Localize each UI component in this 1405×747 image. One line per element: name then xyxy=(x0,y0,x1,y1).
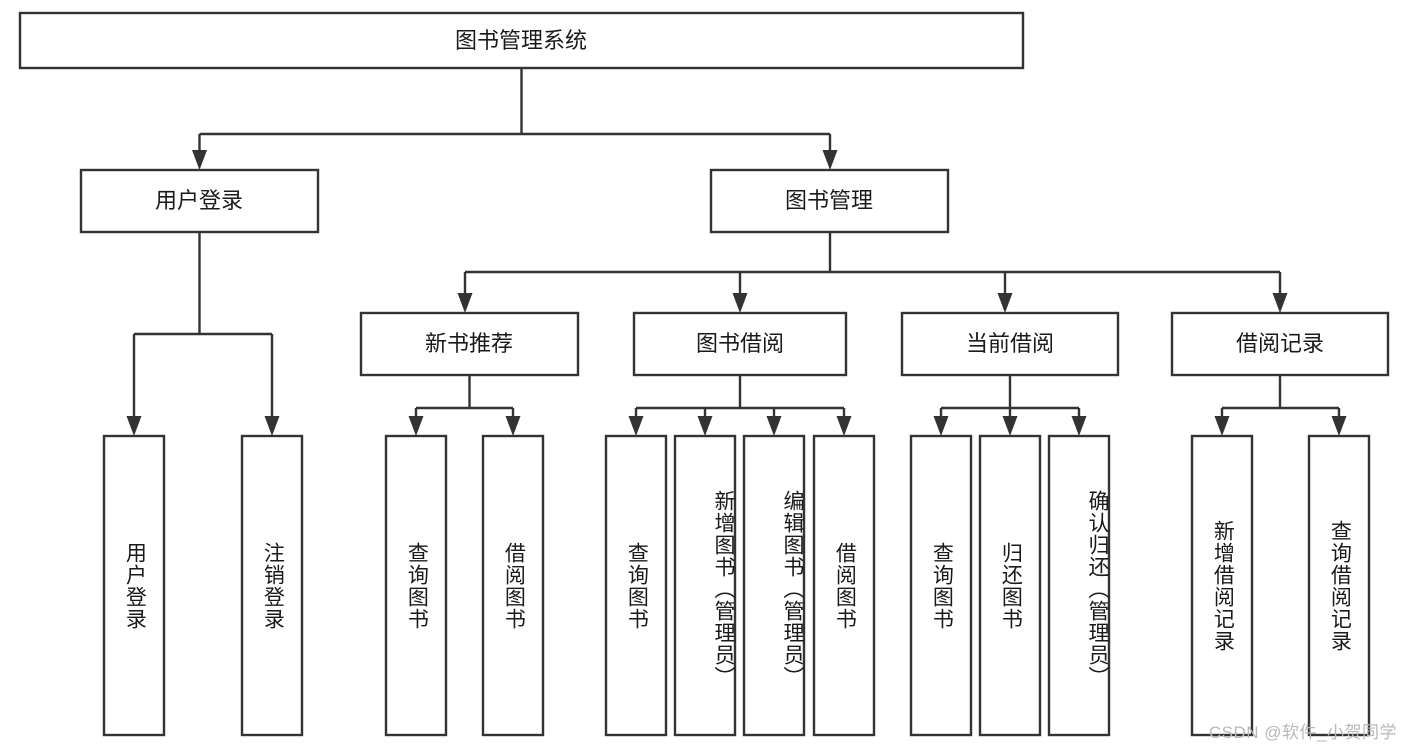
node-label-leaf-07: 编辑图书（管理员） xyxy=(781,489,804,688)
arrow-head-user-login xyxy=(192,150,207,170)
node-box-leaf-04[interactable] xyxy=(481,434,545,737)
node-box-book-borrow[interactable] xyxy=(632,311,848,377)
node-label-leaf-01: 用户登录 xyxy=(123,541,147,630)
node-box-leaf-13[interactable] xyxy=(1307,434,1371,737)
node-label-leaf-09: 查询图书 xyxy=(930,541,954,630)
node-label-borrow-record: 借阅记录 xyxy=(1236,331,1324,356)
arrow-head-leaf-01 xyxy=(126,416,142,436)
node-box-leaf-10[interactable] xyxy=(978,434,1042,737)
node-label-leaf-13: 查询借阅记录 xyxy=(1328,519,1352,652)
arrow-head-leaf-13 xyxy=(1331,416,1347,436)
node-box-current-borrow[interactable] xyxy=(900,311,1120,377)
node-label-leaf-08: 借阅图书 xyxy=(833,541,857,630)
node-label-new-book-rec: 新书推荐 xyxy=(425,331,513,356)
node-box-user-login[interactable] xyxy=(79,168,320,234)
node-label-user-login: 用户登录 xyxy=(155,188,243,213)
node-box-leaf-11[interactable] xyxy=(1047,434,1111,737)
arrow-head-borrow-record xyxy=(1272,293,1288,313)
arrow-head-leaf-03 xyxy=(408,416,424,436)
node-label-leaf-04: 借阅图书 xyxy=(502,541,526,630)
node-label-root: 图书管理系统 xyxy=(455,28,587,53)
arrow-head-leaf-11 xyxy=(1071,416,1087,436)
node-label-leaf-03: 查询图书 xyxy=(405,541,429,630)
node-box-leaf-03[interactable] xyxy=(384,434,448,737)
arrow-head-book-borrow xyxy=(732,293,748,313)
node-box-borrow-record[interactable] xyxy=(1170,311,1390,377)
arrow-head-leaf-12 xyxy=(1214,416,1230,436)
node-label-current-borrow: 当前借阅 xyxy=(966,331,1054,356)
arrow-head-leaf-05 xyxy=(628,416,644,436)
connector-group xyxy=(126,68,1347,436)
node-label-leaf-10: 归还图书 xyxy=(999,541,1023,630)
arrow-head-book-manage xyxy=(822,150,838,170)
node-box-leaf-05[interactable] xyxy=(604,434,668,737)
arrow-head-leaf-10 xyxy=(1002,416,1018,436)
csdn-watermark: CSDN @软件_小贺同学 xyxy=(1208,723,1397,742)
node-box-new-book-rec[interactable] xyxy=(359,311,580,377)
node-box-leaf-07[interactable] xyxy=(742,434,806,737)
arrow-head-leaf-09 xyxy=(933,416,949,436)
node-box-group xyxy=(18,11,1390,737)
arrow-head-leaf-02 xyxy=(264,416,280,436)
arrow-head-leaf-08 xyxy=(836,416,852,436)
arrow-head-current-borrow xyxy=(997,293,1013,313)
node-box-leaf-09[interactable] xyxy=(909,434,973,737)
node-label-leaf-02: 注销登录 xyxy=(261,541,285,630)
node-box-leaf-02[interactable] xyxy=(240,434,304,737)
node-box-leaf-01[interactable] xyxy=(102,434,166,737)
arrow-head-leaf-07 xyxy=(766,416,782,436)
arrow-head-leaf-06 xyxy=(697,416,713,436)
node-label-book-manage: 图书管理 xyxy=(785,188,873,213)
node-label-leaf-05: 查询图书 xyxy=(625,541,649,630)
node-label-leaf-06: 新增图书（管理员） xyxy=(712,489,735,688)
node-box-book-manage[interactable] xyxy=(709,168,950,234)
node-box-leaf-12[interactable] xyxy=(1190,434,1254,737)
node-label-leaf-12: 新增借阅记录 xyxy=(1211,519,1235,652)
node-label-book-borrow: 图书借阅 xyxy=(696,331,784,356)
node-box-root[interactable] xyxy=(18,11,1025,70)
node-label-leaf-11: 确认归还（管理员） xyxy=(1086,489,1109,688)
arrow-head-new-book-rec xyxy=(457,293,473,313)
arrow-head-leaf-04 xyxy=(505,416,521,436)
node-label-group: 图书管理系统 用户登录 图书管理 新书推荐 图书借阅 当前借阅 借阅记录 xyxy=(155,28,1324,356)
node-box-leaf-06[interactable] xyxy=(673,434,737,737)
node-box-leaf-08[interactable] xyxy=(812,434,876,737)
